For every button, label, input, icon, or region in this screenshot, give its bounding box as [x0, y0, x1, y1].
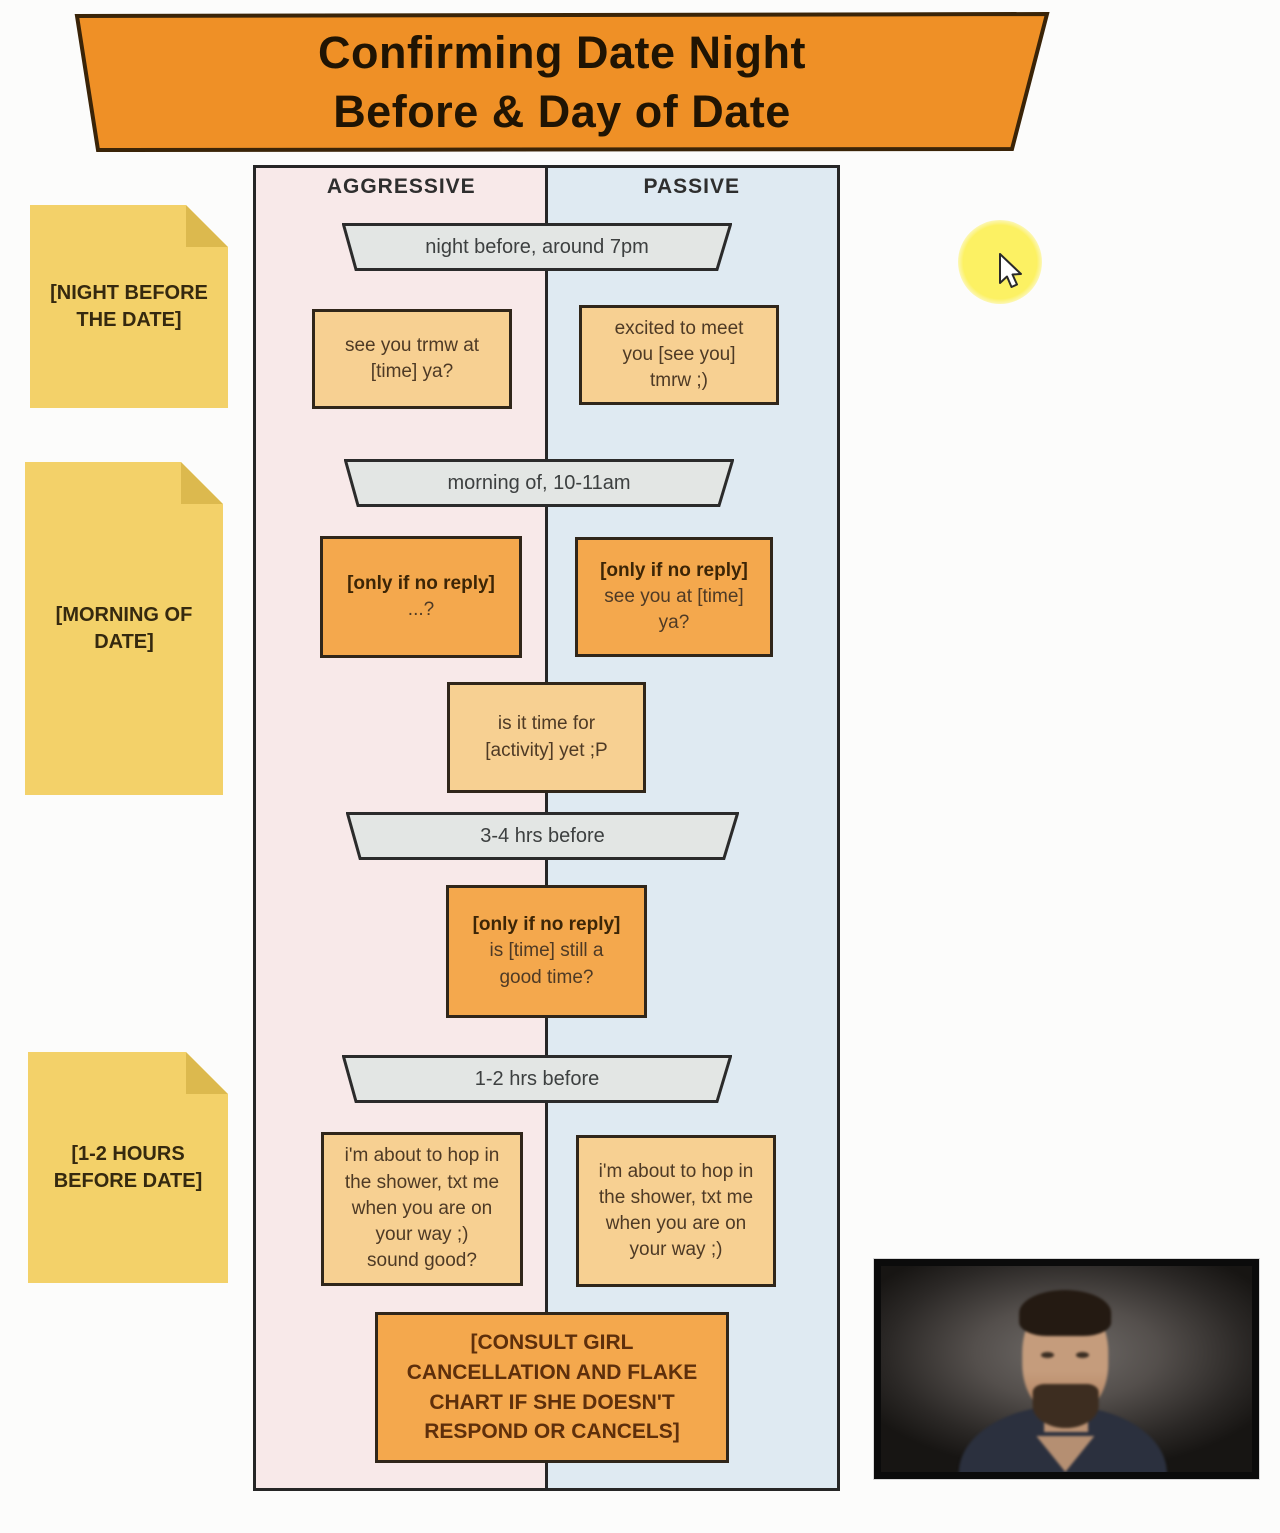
sticky-note-night-before: [NIGHT BEFORE THE DATE] — [30, 205, 228, 408]
message-box-passive-morning: [only if no reply] see you at [time] ya? — [575, 537, 773, 657]
trapezoid-shape — [342, 1055, 732, 1103]
column-header-passive: PASSIVE — [643, 175, 740, 198]
timeline-marker-1-2-hrs: 1-2 hrs before — [342, 1055, 732, 1103]
message-box-activity-tease: is it time for [activity] yet ;P — [447, 682, 646, 793]
presenter-beard — [1032, 1384, 1099, 1428]
message-text: ...? — [407, 599, 435, 620]
sticky-note-label: [1-2 HOURS BEFORE DATE] — [53, 1143, 203, 1192]
message-text: see you at [time] ya? — [604, 585, 744, 634]
message-text: i'm about to hop in the shower, txt me w… — [598, 1160, 754, 1261]
page-title: Confirming Date Night Before & Day of Da… — [74, 12, 1050, 152]
message-box-passive-night-before: excited to meet you [see you] tmrw ;) — [579, 305, 779, 405]
sticky-fold-corner — [186, 1052, 228, 1094]
message-text: is it time for [activity] yet ;P — [485, 713, 608, 761]
column-header-aggressive: AGGRESSIVE — [326, 175, 476, 198]
timeline-marker-night-before: night before, around 7pm — [342, 223, 732, 271]
message-condition: [only if no reply] — [600, 559, 748, 581]
sticky-note-label: [MORNING OF DATE] — [55, 604, 193, 653]
banner-trapezoid-shape — [74, 12, 1050, 152]
mouse-pointer-icon — [999, 253, 1022, 288]
message-text: i'm about to hop in the shower, txt me w… — [344, 1145, 500, 1272]
sticky-note-label: [NIGHT BEFORE THE DATE] — [50, 282, 208, 331]
timeline-marker-3-4-hrs: 3-4 hrs before — [346, 812, 739, 860]
sticky-fold-corner — [181, 462, 223, 504]
presenter-eye-left — [1040, 1352, 1054, 1358]
message-box-aggressive-night-before: see you trmw at [time] ya? — [312, 309, 512, 409]
timeline-label: morning of, 10-11am — [447, 471, 631, 494]
message-text: excited to meet you [see you] tmrw ;) — [614, 317, 744, 392]
presenter-hair — [1018, 1290, 1111, 1336]
sticky-note-morning-of: [MORNING OF DATE] — [25, 462, 223, 795]
timeline-label: 1-2 hrs before — [474, 1067, 600, 1090]
message-box-aggressive-morning: [only if no reply] ...? — [320, 536, 522, 658]
presenter-webcam-video — [873, 1258, 1260, 1480]
timeline-label: 3-4 hrs before — [480, 824, 605, 847]
trapezoid-shape — [344, 459, 734, 507]
sticky-fold-corner — [186, 205, 228, 247]
trapezoid-shape — [342, 223, 732, 271]
message-text: see you trmw at [time] ya? — [344, 334, 480, 382]
presenter-eye-right — [1075, 1352, 1089, 1358]
page-title-line1: Confirming Date Night — [318, 26, 806, 78]
sticky-note-hours-before: [1-2 HOURS BEFORE DATE] — [28, 1052, 228, 1283]
flowchart-panel: AGGRESSIVE PASSIVE night before, around … — [253, 165, 840, 1491]
presenter-person — [881, 1266, 1252, 1472]
page-title-line2: Before & Day of Date — [333, 86, 791, 137]
message-box-aggressive-shower: i'm about to hop in the shower, txt me w… — [321, 1132, 523, 1286]
trapezoid-shape — [346, 812, 739, 860]
message-condition: [only if no reply] — [347, 572, 495, 594]
message-box-passive-shower: i'm about to hop in the shower, txt me w… — [576, 1135, 776, 1287]
message-condition: [only if no reply] — [472, 914, 621, 936]
message-text: is [time] still a good time? — [489, 940, 604, 988]
message-box-time-check: [only if no reply] is [time] still a goo… — [446, 885, 647, 1018]
title-banner: Confirming Date Night Before & Day of Da… — [74, 12, 1050, 152]
timeline-marker-morning-of: morning of, 10-11am — [344, 459, 734, 507]
message-text: [CONSULT GIRL CANCELLATION AND FLAKE CHA… — [406, 1330, 698, 1444]
message-box-consult-chart: [CONSULT GIRL CANCELLATION AND FLAKE CHA… — [375, 1312, 729, 1463]
timeline-label: night before, around 7pm — [425, 235, 649, 258]
